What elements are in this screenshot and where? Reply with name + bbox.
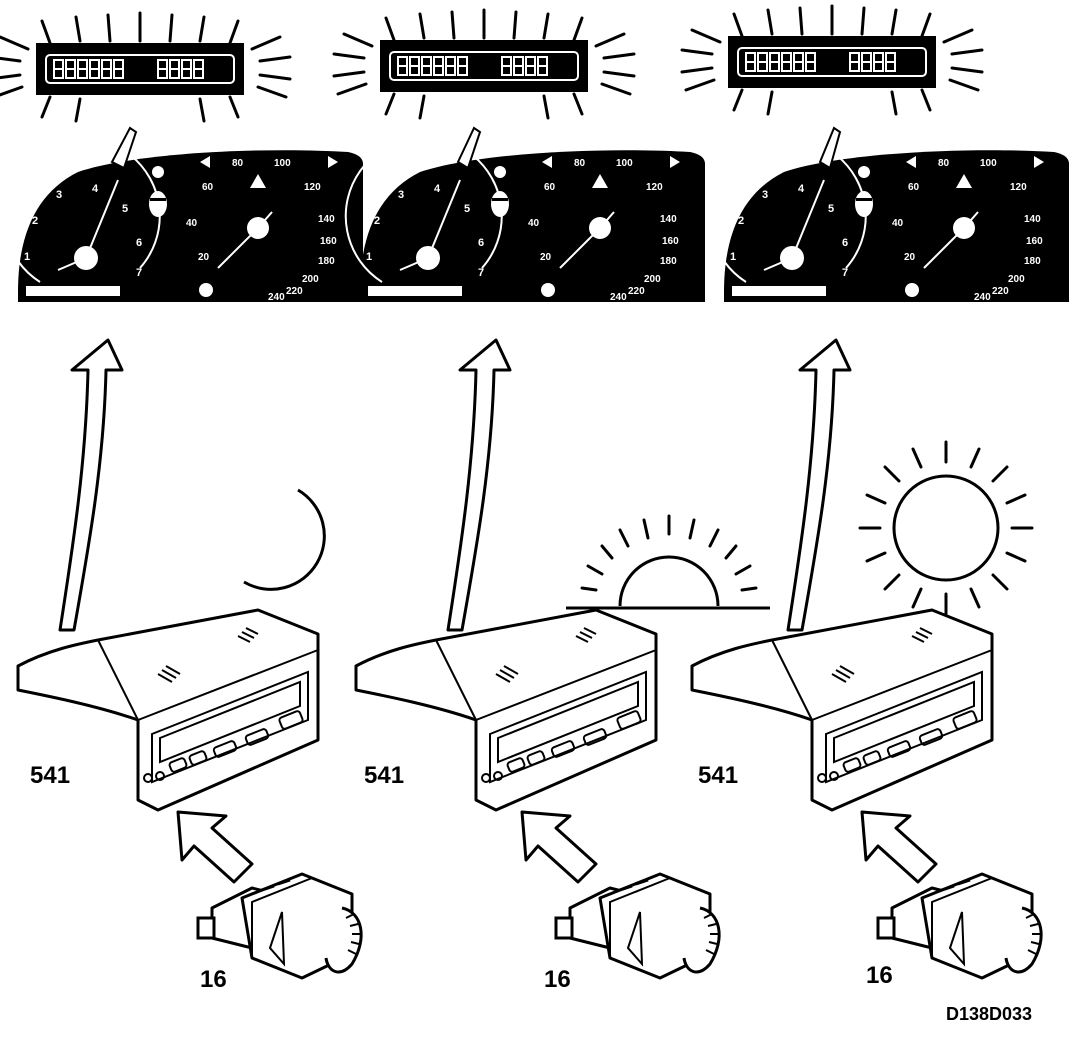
part-label-541: 541 xyxy=(30,762,71,789)
instrument-cluster-icon xyxy=(344,137,706,304)
panel-night xyxy=(0,11,365,980)
input-arrow-icon xyxy=(176,810,254,884)
light-arrow-icon xyxy=(58,338,124,632)
instrument-cluster-icon xyxy=(708,137,1070,304)
light-switch-icon xyxy=(196,872,363,980)
part-label-16: 16 xyxy=(866,962,893,989)
light-switch-icon xyxy=(554,872,721,980)
part-label-541: 541 xyxy=(698,762,739,789)
input-arrow-icon xyxy=(520,810,598,884)
light-arrow-icon xyxy=(446,338,512,632)
part-label-16: 16 xyxy=(544,966,571,993)
light-arrow-icon xyxy=(786,338,852,632)
moon-icon xyxy=(243,488,326,591)
illuminated-display-icon xyxy=(680,4,984,116)
sun-icon xyxy=(858,440,1034,616)
light-switch-icon xyxy=(876,872,1043,980)
input-arrow-icon xyxy=(860,810,938,884)
setting-sun-icon xyxy=(566,514,770,610)
instrument-cluster-icon xyxy=(2,137,365,304)
part-label-541: 541 xyxy=(364,762,405,789)
illuminated-display-icon xyxy=(0,11,292,123)
panel-day xyxy=(680,4,1070,980)
illuminated-display-icon xyxy=(332,8,636,120)
panel-dusk xyxy=(332,8,770,980)
figure-id: D138D033 xyxy=(946,1004,1033,1024)
part-label-16: 16 xyxy=(200,966,227,993)
